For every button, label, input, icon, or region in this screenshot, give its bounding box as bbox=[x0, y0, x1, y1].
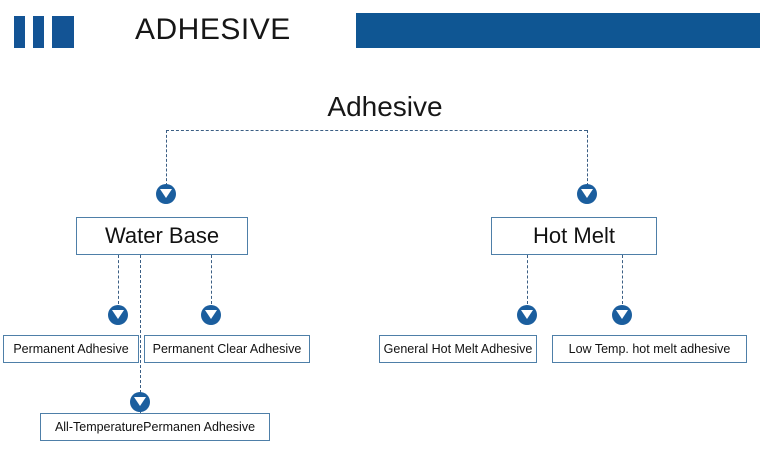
tree-node-water-base[interactable]: Water Base bbox=[76, 217, 248, 255]
connector-hot-melt-to-general-hot-melt bbox=[527, 255, 528, 304]
triangle-glyph bbox=[581, 189, 593, 198]
page-header: ADHESIVE bbox=[0, 0, 760, 62]
triangle-glyph bbox=[616, 310, 628, 319]
connector-water-base-to-all-temperature bbox=[140, 255, 141, 413]
down-arrow-circle-icon bbox=[517, 305, 537, 325]
connector-root-to-hot-melt bbox=[587, 130, 588, 186]
tree-node-all-temperature-permanent-adhesive[interactable]: All-TemperaturePermanen Adhesive bbox=[40, 413, 270, 441]
logo-bar-icon bbox=[52, 16, 74, 48]
logo-bar-icon bbox=[33, 16, 44, 48]
logo-bar-icon bbox=[14, 16, 25, 48]
tree-node-hot-melt[interactable]: Hot Melt bbox=[491, 217, 657, 255]
down-arrow-circle-icon bbox=[201, 305, 221, 325]
tree-node-general-hot-melt-adhesive[interactable]: General Hot Melt Adhesive bbox=[379, 335, 537, 363]
connector-hot-melt-to-low-temp-hot-melt bbox=[622, 255, 623, 304]
brand-logo bbox=[14, 16, 74, 48]
down-arrow-circle-icon bbox=[156, 184, 176, 204]
connector-water-base-to-permanent-clear-adhesive bbox=[211, 255, 212, 304]
tree-node-permanent-clear-adhesive[interactable]: Permanent Clear Adhesive bbox=[144, 335, 310, 363]
adhesive-tree-diagram: Adhesive Water Base Hot Melt Permanent A… bbox=[0, 62, 760, 471]
down-arrow-circle-icon bbox=[130, 392, 150, 412]
header-accent-bar bbox=[356, 13, 760, 48]
connector-root-to-water-base bbox=[166, 130, 167, 186]
page-title: ADHESIVE bbox=[135, 13, 291, 46]
triangle-glyph bbox=[205, 310, 217, 319]
down-arrow-circle-icon bbox=[577, 184, 597, 204]
triangle-glyph bbox=[521, 310, 533, 319]
down-arrow-circle-icon bbox=[108, 305, 128, 325]
connector-water-base-to-permanent-adhesive bbox=[118, 255, 119, 304]
triangle-glyph bbox=[112, 310, 124, 319]
triangle-glyph bbox=[160, 189, 172, 198]
tree-node-root: Adhesive bbox=[327, 91, 443, 122]
down-arrow-circle-icon bbox=[612, 305, 632, 325]
triangle-glyph bbox=[134, 397, 146, 406]
tree-node-permanent-adhesive[interactable]: Permanent Adhesive bbox=[3, 335, 139, 363]
tree-node-low-temp-hot-melt-adhesive[interactable]: Low Temp. hot melt adhesive bbox=[552, 335, 747, 363]
connector-root-bus bbox=[166, 130, 587, 131]
